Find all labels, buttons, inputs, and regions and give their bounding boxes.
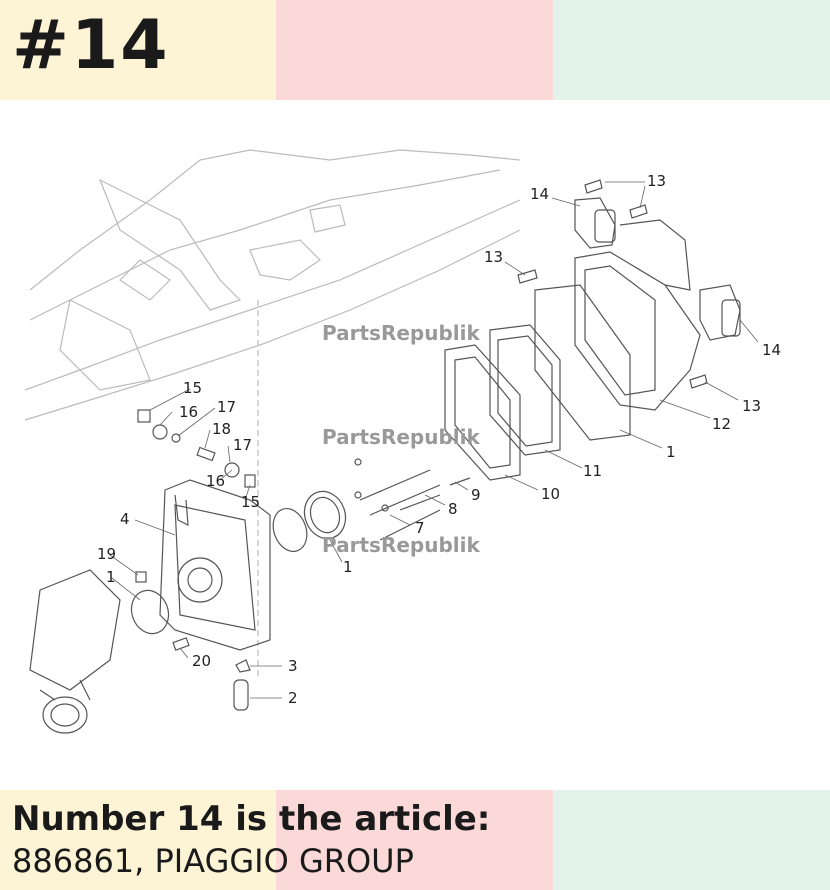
callout-labels: 1 1 1 2 3 4 7 8 9 10 11 12 13 13 13 14 1… [97, 172, 781, 707]
callout-19: 19 [97, 545, 116, 563]
watermark-1: PartsRepublik [322, 321, 480, 345]
callout-12: 12 [712, 415, 731, 433]
footer-band-mint [553, 790, 830, 890]
callout-15-top: 15 [183, 379, 202, 397]
callout-1-right: 1 [666, 443, 676, 461]
callout-13-right: 13 [742, 397, 761, 415]
footer-band-pink [276, 790, 553, 890]
part-number-title: #14 [12, 6, 170, 85]
callout-16-top: 16 [179, 403, 198, 421]
callout-15-lower: 15 [241, 493, 260, 511]
callout-13-left: 13 [484, 248, 503, 266]
airbox-cover-12 [574, 219, 701, 411]
callout-10: 10 [541, 485, 560, 503]
article-caption-heading: Number 14 is the article: [12, 799, 491, 839]
callout-4: 4 [120, 510, 130, 528]
article-caption-value: 886861, PIAGGIO GROUP [12, 842, 414, 880]
filter-element-11 [489, 324, 561, 456]
frame-drawing [24, 149, 521, 680]
leader-lines [109, 181, 759, 699]
long-screws [354, 458, 471, 541]
callout-20: 20 [192, 652, 211, 670]
callout-7: 7 [415, 519, 425, 537]
callout-1-center: 1 [343, 558, 353, 576]
callout-18: 18 [212, 420, 231, 438]
watermark-3: PartsRepublik [322, 533, 480, 557]
airbox-body [159, 479, 271, 651]
clamp-rings [130, 490, 347, 635]
clips-13 [517, 179, 708, 389]
inlet-duct-upper [574, 197, 616, 249]
small-hardware [135, 409, 256, 711]
header-band [0, 0, 830, 100]
exploded-parts-diagram: PartsRepublik PartsRepublik PartsRepubli… [24, 149, 781, 734]
filter-frame-10 [444, 344, 521, 481]
callout-8: 8 [448, 500, 458, 518]
callout-14-top: 14 [530, 185, 549, 203]
callout-9: 9 [471, 486, 481, 504]
watermarks: PartsRepublik PartsRepublik PartsRepubli… [322, 321, 480, 557]
footer-band-yellow [0, 790, 276, 890]
header-band-mint [553, 0, 830, 100]
callout-1-left: 1 [106, 568, 116, 586]
callout-14-right: 14 [762, 341, 781, 359]
callout-16-lower: 16 [206, 472, 225, 490]
callout-11: 11 [583, 462, 602, 480]
throttle-body [29, 569, 121, 734]
callout-13-top: 13 [647, 172, 666, 190]
footer-band [0, 790, 830, 890]
header-band-yellow [0, 0, 276, 100]
inlet-duct-right [699, 284, 741, 341]
callout-3: 3 [288, 657, 298, 675]
header-band-pink [276, 0, 553, 100]
callout-17-top: 17 [217, 398, 236, 416]
watermark-2: PartsRepublik [322, 425, 480, 449]
gasket-right [534, 284, 631, 441]
callout-17-lower: 17 [233, 436, 252, 454]
callout-2: 2 [288, 689, 298, 707]
